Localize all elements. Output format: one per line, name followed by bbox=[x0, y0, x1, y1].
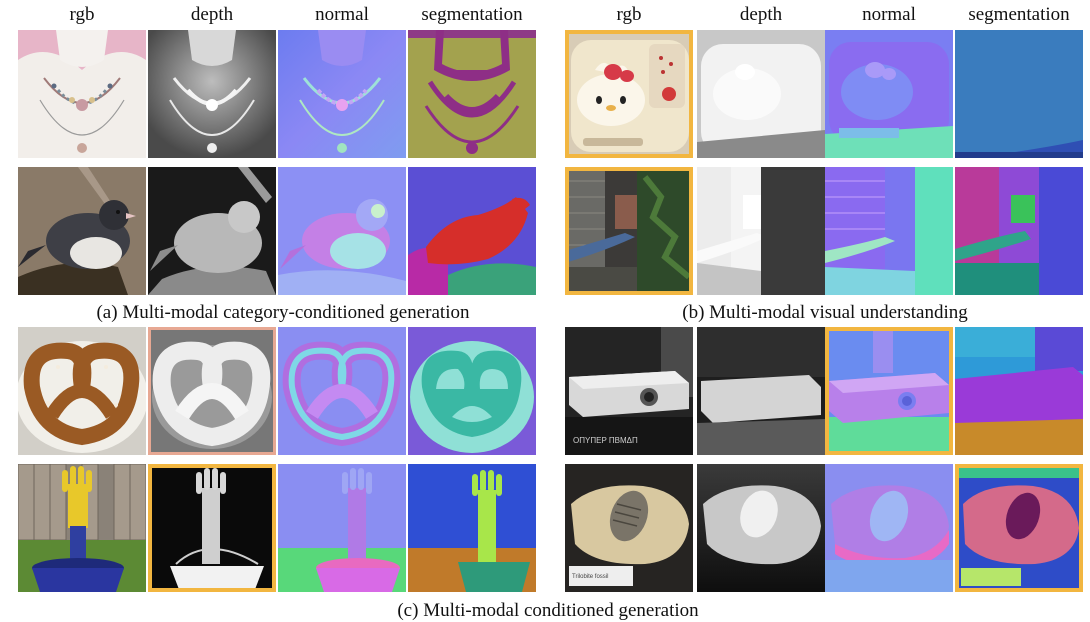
toaster-rgb-image bbox=[565, 30, 693, 158]
hand-bucket-depth-image bbox=[148, 464, 276, 592]
column-header-normal-left: normal bbox=[315, 4, 369, 25]
caption-a: (a) Multi-modal category-conditioned gen… bbox=[96, 302, 470, 323]
necklace-depth-image bbox=[148, 30, 276, 158]
caption-b: (b) Multi-modal visual understanding bbox=[682, 302, 968, 323]
hand-bucket-rgb-image bbox=[18, 464, 146, 592]
toaster-segmentation-image bbox=[955, 30, 1083, 158]
fossil-depth-image bbox=[697, 464, 825, 592]
column-header-rgb-right: rgb bbox=[616, 4, 642, 25]
projector-depth-image bbox=[697, 327, 825, 455]
wall-pipe-segmentation-image bbox=[955, 167, 1083, 295]
projector-rgb-image: ΟΠΥΠΕΡ ΠΒΜΔΠ bbox=[565, 327, 693, 455]
caption-c: (c) Multi-modal conditioned generation bbox=[397, 600, 699, 621]
column-header-segmentation-left: segmentation bbox=[421, 4, 523, 25]
bird-normal-image bbox=[278, 167, 406, 295]
column-header-depth-right: depth bbox=[739, 4, 783, 25]
pretzel-rgb-image bbox=[18, 327, 146, 455]
wall-pipe-rgb-image bbox=[565, 167, 693, 295]
projector-text: ΟΠΥΠΕΡ ΠΒΜΔΠ bbox=[573, 436, 638, 445]
bird-segmentation-image bbox=[408, 167, 536, 295]
necklace-segmentation-image bbox=[408, 30, 536, 158]
pretzel-depth-image bbox=[148, 327, 276, 455]
toaster-depth-image bbox=[697, 30, 825, 158]
projector-segmentation-image bbox=[955, 327, 1083, 455]
bird-depth-image bbox=[148, 167, 276, 295]
column-header-segmentation-right: segmentation bbox=[968, 4, 1070, 25]
toaster-normal-image bbox=[825, 30, 953, 158]
fossil-rgb-image: Trilobite fossil bbox=[565, 464, 693, 592]
hand-bucket-normal-image bbox=[278, 464, 406, 592]
column-header-depth-left: depth bbox=[190, 4, 234, 25]
projector-normal-image bbox=[825, 327, 953, 455]
necklace-rgb-image bbox=[18, 30, 146, 158]
column-header-normal-right: normal bbox=[862, 4, 916, 25]
fossil-segmentation-image bbox=[955, 464, 1083, 592]
museum-label-text: Trilobite fossil bbox=[572, 574, 608, 580]
hand-bucket-segmentation-image bbox=[408, 464, 536, 592]
column-header-rgb-left: rgb bbox=[69, 4, 95, 25]
fossil-normal-image bbox=[825, 464, 953, 592]
wall-pipe-depth-image bbox=[697, 167, 825, 295]
pretzel-segmentation-image bbox=[408, 327, 536, 455]
bird-rgb-image bbox=[18, 167, 146, 295]
necklace-normal-image bbox=[278, 30, 406, 158]
wall-pipe-normal-image bbox=[825, 167, 953, 295]
pretzel-normal-image bbox=[278, 327, 406, 455]
